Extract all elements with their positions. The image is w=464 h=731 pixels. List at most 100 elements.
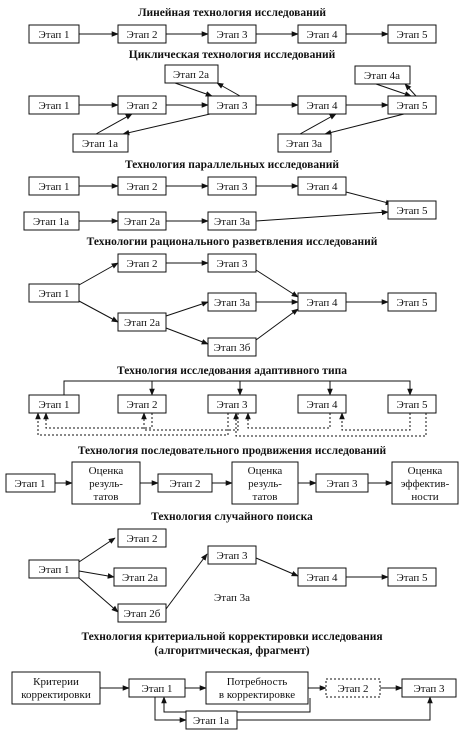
svg-text:Этап 3: Этап 3 [216,181,248,193]
cyclic-stage-1: Этап 1 [28,95,80,115]
svg-text:Этап 1: Этап 1 [38,100,69,112]
random-stage-2a: Этап 2а [113,567,167,587]
parallel-stage-5: Этап 5 [387,200,437,220]
svg-text:Этап 4: Этап 4 [306,181,338,193]
svg-text:резуль-: резуль- [89,478,123,490]
rational-branching-section: Технологии рационального разветвления ис… [28,236,437,357]
random-stage-1: Этап 1 [28,559,80,579]
adaptive-stage-1: Этап 1 [28,394,80,414]
svg-text:Этап 2б: Этап 2б [124,608,161,620]
parallel-stage-1a: Этап 1а [23,211,80,231]
parallel-stage-1: Этап 1 [28,176,80,196]
rational-stage-5: Этап 5 [387,292,437,312]
svg-text:Этап 1: Этап 1 [141,683,172,695]
svg-text:Этап 3: Этап 3 [216,29,248,41]
cyclic-stage-5: Этап 5 [387,95,437,115]
svg-text:Этап 5: Этап 5 [396,100,428,112]
seq-eval-results-1: Оценка резуль- татов [71,461,141,505]
sequential-technology-title: Технология последовательного продвижения… [78,445,387,457]
sequential-technology-section: Технология последовательного продвижения… [5,445,459,505]
svg-text:татов: татов [253,491,278,503]
svg-text:корректировки: корректировки [21,689,91,701]
svg-text:Этап 3а: Этап 3а [214,297,250,309]
svg-text:Этап 1: Этап 1 [38,399,69,411]
seq-stage-3: Этап 3 [315,473,369,493]
criterial-correction-subtitle: (алгоритмическая, фрагмент) [154,645,309,657]
svg-text:Этап 1а: Этап 1а [193,715,229,727]
seq-stage-2: Этап 2 [157,473,213,493]
rational-stage-2a: Этап 2а [117,312,167,332]
linear-technology-title: Линейная технология исследований [138,7,326,19]
linear-stage-3: Этап 3 [207,24,257,44]
svg-text:Этап 3а: Этап 3а [286,138,322,150]
parallel-stage-2a: Этап 2а [117,211,167,231]
rational-stage-1: Этап 1 [28,283,80,303]
cyclic-technology-title: Циклическая технология исследований [129,49,336,61]
svg-text:Этап 4: Этап 4 [306,29,338,41]
svg-text:Потребность: Потребность [227,676,288,688]
svg-text:Оценка: Оценка [89,465,124,477]
svg-text:резуль-: резуль- [248,478,282,490]
random-stage-3a-unconnected: Этап 3а [214,592,250,604]
rational-stage-4: Этап 4 [297,292,347,312]
rational-stage-3: Этап 3 [207,253,257,273]
svg-text:Этап 2: Этап 2 [337,683,368,695]
linear-stage-2: Этап 2 [117,24,167,44]
criterial-stage-1a: Этап 1а [185,710,238,730]
random-stage-3: Этап 3 [207,545,257,565]
svg-text:Этап 1: Этап 1 [38,181,69,193]
parallel-technology-section: Технология параллельных исследований Эта… [23,159,437,231]
svg-text:Этап 3а: Этап 3а [214,592,250,604]
linear-technology-section: Линейная технология исследований Этап 1 … [28,7,437,44]
svg-text:Этап 1а: Этап 1а [82,138,118,150]
svg-text:Этап 5: Этап 5 [396,297,428,309]
adaptive-stage-4: Этап 4 [297,394,347,414]
svg-text:Этап 3: Этап 3 [326,478,358,490]
cyclic-stage-1a: Этап 1а [72,133,129,153]
cyclic-stage-3a: Этап 3а [277,133,332,153]
seq-stage-1: Этап 1 [5,473,56,493]
svg-text:Этап 3: Этап 3 [216,100,248,112]
svg-text:Этап 1: Этап 1 [14,478,45,490]
adaptive-stage-3: Этап 3 [207,394,257,414]
svg-text:Этап 5: Этап 5 [396,399,428,411]
rational-stage-2: Этап 2 [117,253,167,273]
parallel-stage-3: Этап 3 [207,176,257,196]
svg-text:Этап 1: Этап 1 [38,564,69,576]
svg-text:Этап 4: Этап 4 [306,399,338,411]
criterial-stage-1: Этап 1 [128,678,186,698]
linear-stage-4: Этап 4 [297,24,347,44]
adaptive-technology-title: Технология исследования адаптивного типа [117,365,347,377]
cyclic-stage-4: Этап 4 [297,95,347,115]
svg-text:Этап 1а: Этап 1а [33,216,69,228]
svg-text:Этап 4: Этап 4 [306,297,338,309]
svg-text:Этап 5: Этап 5 [396,29,428,41]
svg-text:Этап 2: Этап 2 [126,29,157,41]
linear-stage-5: Этап 5 [387,24,437,44]
svg-text:Этап 3б: Этап 3б [214,342,251,354]
svg-text:Этап 3: Этап 3 [216,399,248,411]
cyclic-stage-3: Этап 3 [207,95,257,115]
svg-text:эффектив-: эффектив- [401,478,450,490]
cyclic-stage-2: Этап 2 [117,95,167,115]
criterial-correction-title: Технология критериальной корректировки и… [81,631,382,643]
svg-text:Этап 2а: Этап 2а [122,572,158,584]
svg-text:Этап 3: Этап 3 [413,683,445,695]
svg-text:Этап 2а: Этап 2а [124,216,160,228]
random-search-section: Технология случайного поиска Этап 1 Этап… [28,511,437,623]
rational-stage-3b: Этап 3б [207,337,257,357]
seq-eval-results-2: Оценка резуль- татов [231,461,299,505]
seq-eval-efficiency: Оценка эффектив- ности [391,461,459,505]
rational-stage-3a: Этап 3а [207,292,257,312]
cyclic-stage-4a: Этап 4а [354,65,411,85]
cyclic-stage-2a: Этап 2а [164,64,219,84]
svg-text:Этап 3: Этап 3 [216,550,248,562]
svg-text:Этап 2: Этап 2 [126,181,157,193]
svg-text:Этап 5: Этап 5 [396,572,428,584]
criteria-box: Критерии корректировки [11,671,101,705]
svg-text:Этап 1: Этап 1 [38,29,69,41]
criterial-correction-section: Технология критериальной корректировки и… [11,631,457,730]
svg-text:Оценка: Оценка [408,465,443,477]
svg-text:Этап 1: Этап 1 [38,288,69,300]
parallel-stage-3a: Этап 3а [207,211,257,231]
